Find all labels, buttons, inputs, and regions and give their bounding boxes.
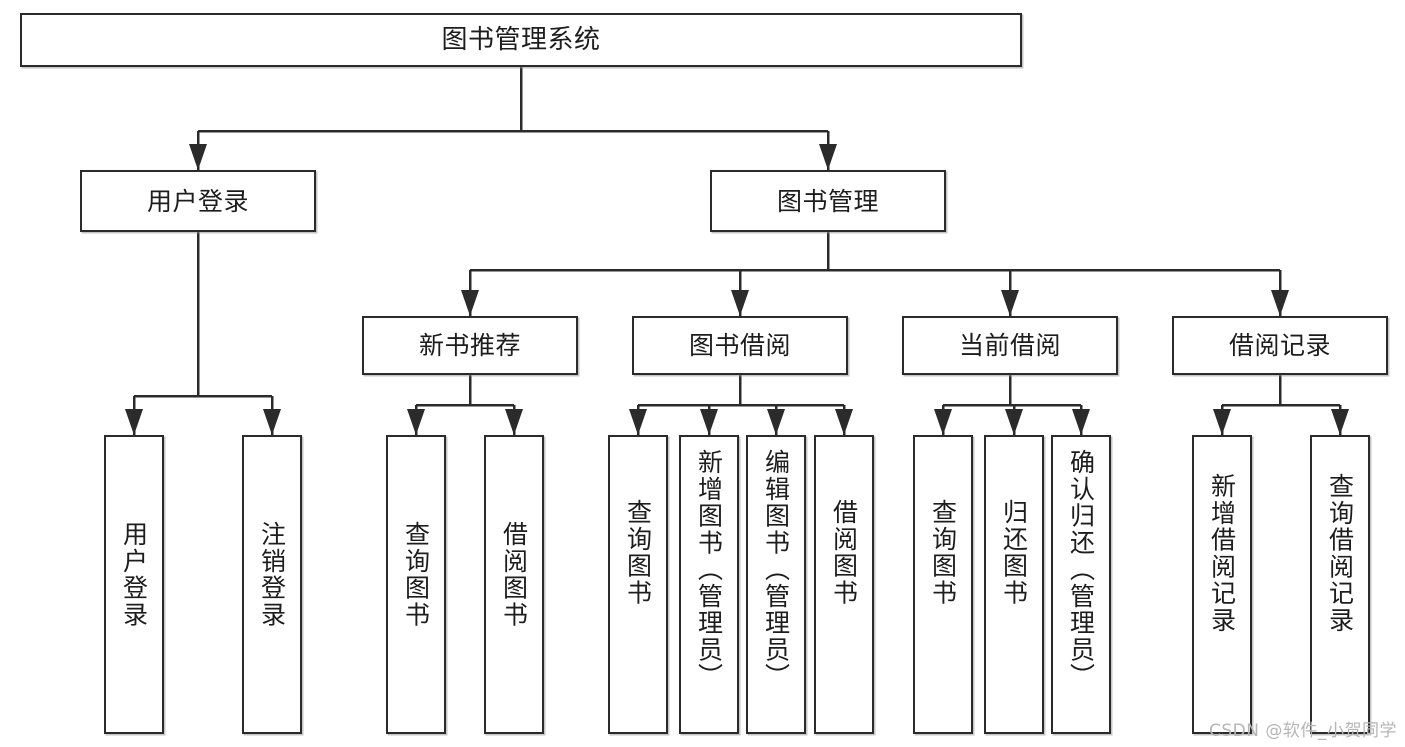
node-borrow-record[interactable]: 借阅记录	[1172, 316, 1388, 375]
leaf-logout[interactable]: 注销登录	[242, 435, 302, 734]
node-label: 图书管理	[776, 186, 879, 216]
node-label: 查询图书	[623, 499, 653, 606]
node-label: 注销登录	[257, 521, 287, 628]
leaf-query-book-borrow[interactable]: 查询图书	[608, 435, 668, 734]
csdn-watermark: CSDN @软件_小贺同学	[1208, 721, 1397, 741]
node-label: 编辑图书（管理员）	[761, 449, 791, 690]
leaf-borrow-book-recommend[interactable]: 借阅图书	[484, 435, 544, 734]
leaf-add-book-admin[interactable]: 新增图书（管理员）	[679, 435, 739, 734]
node-label: 图书借阅	[688, 331, 791, 360]
node-label: 确认归还（管理员）	[1066, 449, 1096, 690]
leaf-query-borrow-record[interactable]: 查询借阅记录	[1310, 435, 1370, 734]
node-label: 借阅记录	[1228, 331, 1331, 360]
node-label: 借阅图书	[499, 521, 529, 628]
leaf-add-borrow-record[interactable]: 新增借阅记录	[1192, 435, 1252, 734]
node-book-borrow[interactable]: 图书借阅	[632, 316, 848, 375]
node-label: 归还图书	[999, 499, 1029, 606]
node-label: 图书管理系统	[441, 24, 601, 55]
node-label: 查询图书	[928, 499, 958, 606]
node-label: 新书推荐	[418, 331, 521, 360]
node-label: 新增图书（管理员）	[694, 449, 724, 690]
node-label: 新增借阅记录	[1207, 473, 1237, 634]
leaf-query-book-current[interactable]: 查询图书	[913, 435, 973, 734]
leaf-borrow-book-borrow[interactable]: 借阅图书	[814, 435, 874, 734]
node-current-borrow[interactable]: 当前借阅	[902, 316, 1118, 375]
node-label: 当前借阅	[958, 331, 1061, 360]
node-label: 借阅图书	[829, 499, 859, 606]
leaf-edit-book-admin[interactable]: 编辑图书（管理员）	[746, 435, 806, 734]
node-user-login[interactable]: 用户登录	[80, 170, 316, 232]
node-label: 查询借阅记录	[1325, 473, 1355, 634]
node-new-book-recommend[interactable]: 新书推荐	[362, 316, 578, 375]
node-book-manage[interactable]: 图书管理	[710, 170, 946, 232]
node-label: 用户登录	[146, 186, 249, 216]
leaf-user-login[interactable]: 用户登录	[104, 435, 164, 734]
node-label: 用户登录	[119, 521, 149, 628]
node-root-system[interactable]: 图书管理系统	[20, 13, 1022, 67]
leaf-return-book[interactable]: 归还图书	[984, 435, 1044, 734]
leaf-query-book-recommend[interactable]: 查询图书	[386, 435, 446, 734]
node-label: 查询图书	[401, 521, 431, 628]
leaf-confirm-return-admin[interactable]: 确认归还（管理员）	[1051, 435, 1111, 734]
